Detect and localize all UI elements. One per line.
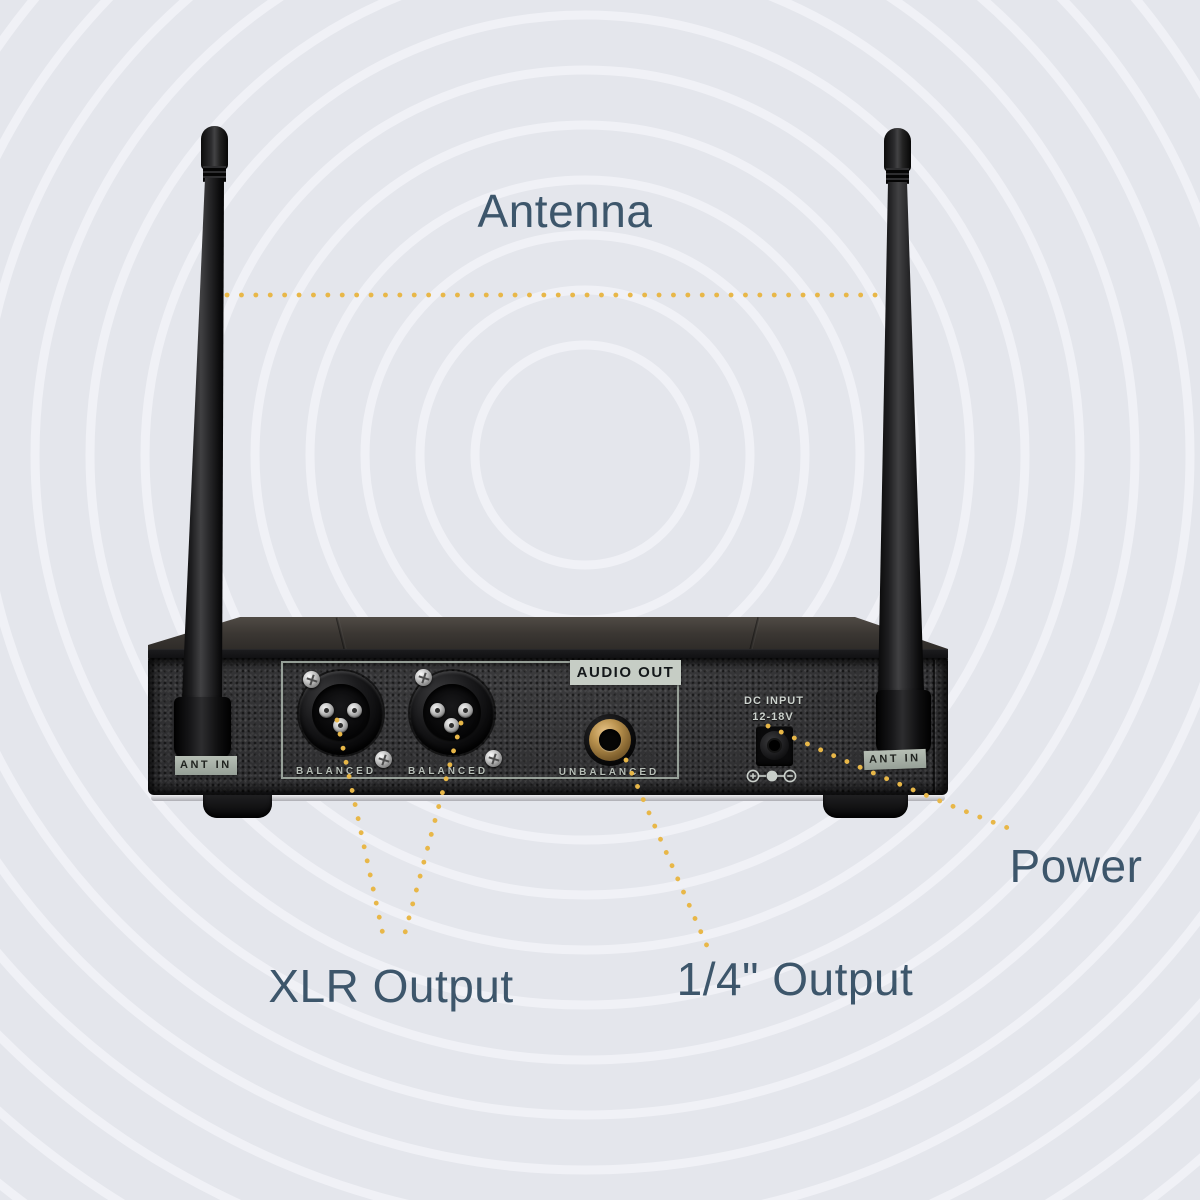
device-bottom-edge (151, 795, 945, 801)
right-antenna-tip (884, 128, 911, 172)
annotation-power: Power (1009, 840, 1143, 892)
balanced-label-right: BALANCED (407, 766, 489, 777)
audio-out-label: AUDIO OUT (570, 660, 681, 685)
annotation-quarter-output: 1/4" Output (676, 953, 914, 1005)
side-panel-seam (933, 660, 935, 793)
screw-icon (415, 669, 432, 686)
screw-icon (303, 671, 320, 688)
audio-out-section-outline (281, 661, 679, 779)
ant-in-label-left: ANT IN (175, 756, 237, 775)
annotation-xlr-output: XLR Output (268, 960, 514, 1012)
left-antenna-base (174, 697, 231, 758)
callout-line-quarter-output (623, 757, 710, 949)
left-antenna-tip (201, 126, 228, 170)
callout-line-xlr-right (399, 720, 464, 947)
right-antenna-grooves (886, 168, 909, 184)
dc-jack-barrel (760, 731, 789, 760)
device-foot-right (823, 791, 908, 818)
xlr-pin (444, 718, 459, 733)
balanced-label-left: BALANCED (295, 766, 377, 777)
annotation-antenna: Antenna (477, 185, 653, 237)
dc-polarity-icon (746, 769, 797, 783)
dc-input-label: DC INPUT (744, 695, 804, 707)
dc-voltage-label: 12-18V (752, 711, 794, 723)
screw-icon (375, 751, 392, 768)
device-top-edge (148, 649, 948, 660)
right-antenna-base (876, 690, 931, 754)
xlr-pin (430, 703, 445, 718)
screw-icon (485, 750, 502, 767)
quarter-inch-jack (584, 714, 636, 766)
unbalanced-label: UNBALANCED (558, 767, 660, 778)
device-foot-left (203, 791, 272, 818)
xlr-pin (458, 703, 473, 718)
dc-input-jack (756, 726, 793, 766)
callout-line-power (765, 723, 1019, 834)
callout-line-xlr-left (334, 717, 388, 947)
dc-jack-hole (769, 740, 780, 751)
xlr-pin (319, 703, 334, 718)
xlr-pin (347, 703, 362, 718)
